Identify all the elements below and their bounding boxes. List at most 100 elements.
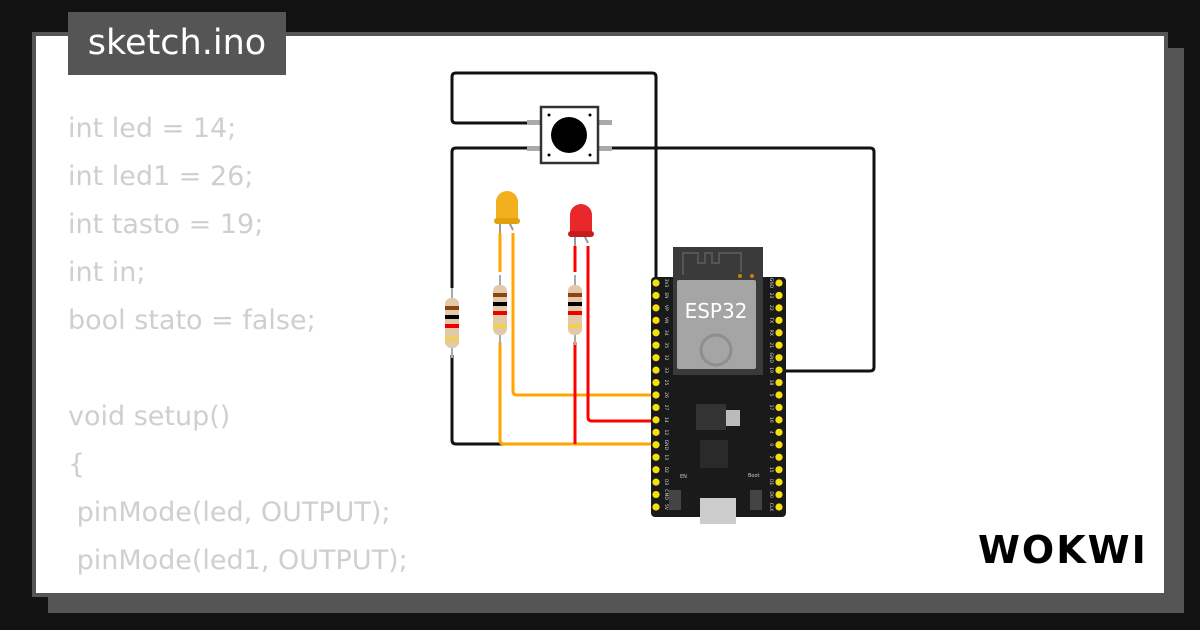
code-line: int in; — [68, 257, 146, 288]
pin-gnd[interactable] — [775, 279, 783, 287]
wire-orange-led — [511, 233, 656, 397]
resistor[interactable] — [445, 288, 459, 358]
pin-26[interactable] — [652, 391, 660, 399]
pin-16[interactable] — [775, 416, 783, 424]
pin-clk[interactable] — [775, 503, 783, 511]
pin-label: VN — [663, 317, 669, 323]
pin-label: EN — [663, 292, 669, 298]
pin-2[interactable] — [775, 453, 783, 461]
pin-label: 32 — [663, 355, 669, 361]
pin-label: 23 — [768, 293, 774, 299]
en-button[interactable] — [669, 490, 681, 510]
chip-label: ESP32 — [685, 299, 748, 323]
pin-19[interactable] — [775, 366, 783, 374]
pin-label: 5 — [768, 394, 774, 397]
pin-0[interactable] — [775, 441, 783, 449]
pin-4[interactable] — [775, 428, 783, 436]
wire-black-top — [450, 71, 658, 283]
pin-label: GND — [768, 278, 774, 289]
pin-32[interactable] — [652, 354, 660, 362]
pin-gnd[interactable] — [775, 354, 783, 362]
pin-label: D0 — [768, 491, 774, 497]
pin-label: VP — [663, 305, 669, 311]
pin-label: 13 — [663, 454, 669, 460]
pin-label: 19 — [768, 367, 774, 373]
pin-15[interactable] — [775, 466, 783, 474]
pin-34[interactable] — [652, 329, 660, 337]
wire-black-left — [450, 146, 528, 288]
file-tab[interactable]: sketch.ino — [68, 12, 286, 75]
code-line: pinMode(led1, OUTPUT); — [68, 545, 408, 576]
pin-label: D1 — [768, 479, 774, 485]
pin-vn[interactable] — [652, 316, 660, 324]
code-line: int tasto = 19; — [68, 209, 264, 240]
code-line: bool stato = false; — [68, 305, 316, 336]
en-label: EN — [680, 474, 687, 480]
pin-23[interactable] — [775, 291, 783, 300]
pin-label: TX — [768, 316, 774, 323]
boot-button[interactable] — [750, 490, 762, 510]
pin-label: D3 — [663, 479, 669, 485]
pin-label: 14 — [663, 417, 669, 423]
code-line: pinMode(led, OUTPUT); — [68, 497, 391, 528]
pin-tx[interactable] — [775, 316, 783, 324]
usb-port — [700, 498, 736, 524]
pin-vp[interactable] — [652, 304, 660, 312]
pin-5[interactable] — [775, 391, 783, 399]
pin-label: 21 — [768, 342, 774, 348]
code-line: int led = 14; — [68, 113, 237, 144]
pin-22[interactable] — [775, 304, 783, 312]
pin-21[interactable] — [775, 341, 783, 349]
pin-17[interactable] — [775, 403, 783, 412]
resistor[interactable] — [568, 275, 582, 345]
wire-black-right — [610, 146, 876, 373]
code-line: void setup() — [68, 401, 231, 432]
pin-label: D2 — [663, 467, 669, 473]
pin-label: 5V — [663, 504, 669, 511]
pin-label: 2 — [768, 456, 774, 459]
code-preview: int led = 14;int led1 = 26;int tasto = 1… — [68, 105, 408, 593]
pin-label: CLK — [768, 503, 774, 513]
pin-label: RX — [768, 330, 774, 336]
boot-label: Boot — [748, 473, 760, 479]
wire-orange-gnd — [498, 342, 656, 446]
pushbutton[interactable] — [527, 105, 612, 165]
pin-14[interactable] — [652, 416, 660, 424]
pin-12[interactable] — [652, 428, 660, 436]
pin-d3[interactable] — [652, 478, 660, 486]
pin-label: 27 — [663, 405, 669, 411]
pin-13[interactable] — [652, 453, 660, 461]
resistor[interactable] — [493, 275, 507, 345]
pin-d2[interactable] — [652, 466, 660, 474]
pin-gnd[interactable] — [652, 441, 660, 449]
pin-35[interactable] — [652, 341, 660, 349]
pin-label: GND — [768, 353, 774, 364]
led-red[interactable] — [568, 204, 594, 246]
pin-27[interactable] — [652, 403, 660, 412]
pin-en[interactable] — [652, 291, 660, 300]
pin-label: CMD — [663, 489, 669, 500]
pin-25[interactable] — [652, 378, 660, 387]
pin-33[interactable] — [652, 366, 660, 374]
pin-18[interactable] — [775, 378, 783, 387]
led-yellow[interactable] — [494, 191, 520, 233]
pin-label: 22 — [768, 305, 774, 311]
pin-label: 18 — [768, 380, 774, 386]
pin-d0[interactable] — [775, 490, 783, 499]
pin-3v3[interactable] — [652, 279, 660, 287]
preview-card: int led = 14;int led1 = 26;int tasto = 1… — [32, 32, 1168, 597]
pin-label: 17 — [768, 405, 774, 411]
esp32-board[interactable]: ESP32 EN Boot 3V3ENVPVN34353233252627141… — [651, 247, 786, 524]
pin-label: 25 — [663, 380, 669, 386]
pin-label: 3V3 — [663, 279, 669, 288]
pin-label: 15 — [768, 467, 774, 473]
pin-label: 12 — [663, 429, 669, 435]
pin-rx[interactable] — [775, 329, 783, 337]
pin-label: GND — [663, 440, 669, 451]
pin-d1[interactable] — [775, 478, 783, 486]
espressif-logo-icon — [699, 333, 733, 367]
pin-5v[interactable] — [652, 503, 660, 511]
pin-cmd[interactable] — [652, 490, 660, 499]
wire-black-gnd — [450, 355, 656, 446]
